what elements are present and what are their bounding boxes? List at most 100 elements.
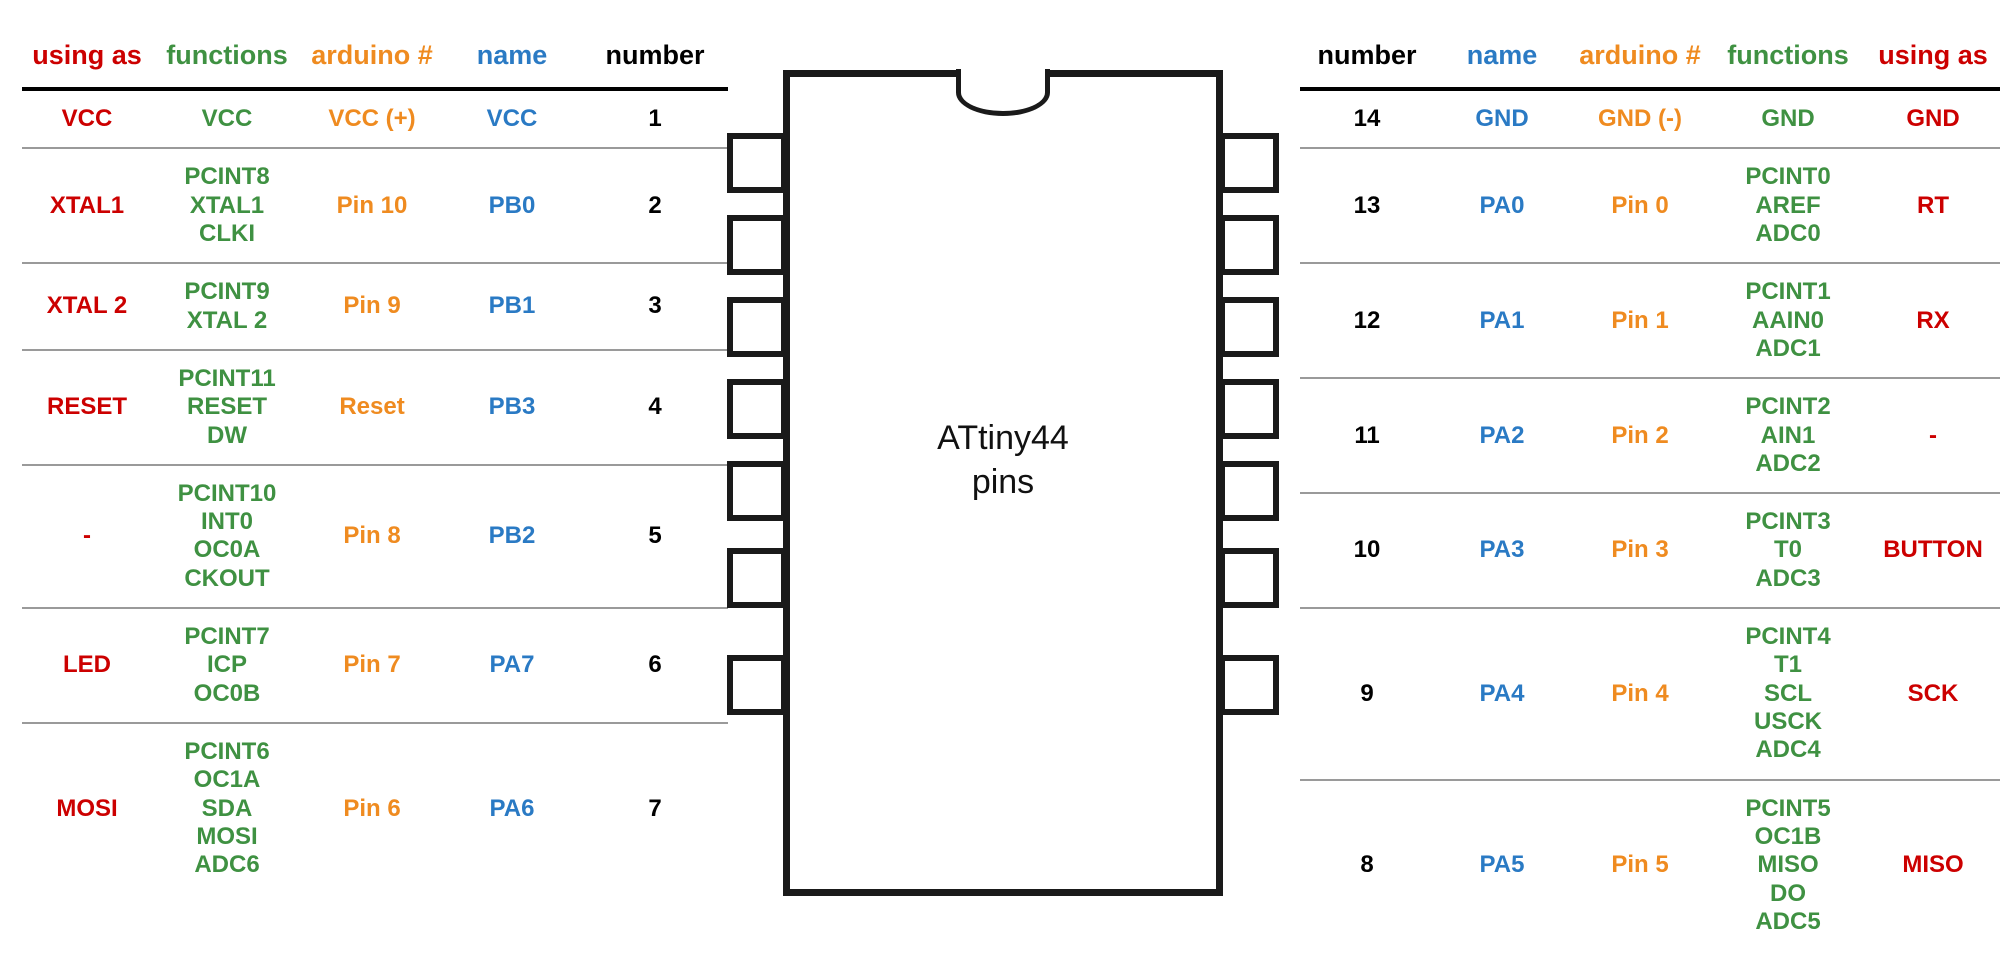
- chip-leg-pin-13: [1219, 215, 1279, 275]
- cell-functions: VCC: [201, 105, 253, 132]
- chip-label: ATtiny44 pins: [937, 419, 1069, 502]
- attiny44-chip-graphic: ATtiny44 pins: [727, 69, 1279, 896]
- cell-functions: PCINT6 OC1A SDA MOSI ADC6: [184, 738, 270, 879]
- cell-arduino: Reset: [339, 393, 405, 421]
- chip-leg-pin-12: [1219, 297, 1279, 357]
- table-row: LED PCINT7 ICP OC0B Pin 7 PA7 6: [22, 608, 728, 723]
- chip-notch-icon: [956, 69, 1050, 116]
- table-row: XTAL 2 PCINT9 XTAL 2 Pin 9 PB1 3: [22, 263, 728, 350]
- chip-leg-pin-5: [727, 461, 787, 521]
- table-row: 10 PA3 Pin 3 PCINT3 T0 ADC3 BUTTON: [1300, 493, 2000, 609]
- cell-name: GND: [1475, 105, 1529, 132]
- cell-arduino: Pin 0: [1611, 191, 1669, 219]
- table-row: XTAL1 PCINT8 XTAL1 CLKI Pin 10 PB0 2: [22, 148, 728, 264]
- cell-number: 13: [1353, 191, 1381, 219]
- cell-using-as: MOSI: [56, 794, 118, 822]
- cell-name: PB3: [488, 393, 536, 421]
- cell-using-as: -: [1929, 421, 1937, 449]
- cell-functions: PCINT7 ICP OC0B: [184, 623, 270, 707]
- cell-functions: PCINT3 T0 ADC3: [1745, 508, 1831, 592]
- cell-number: 8: [1360, 851, 1374, 879]
- cell-functions: PCINT5 OC1B MISO DO ADC5: [1745, 794, 1831, 935]
- cell-using-as: VCC: [61, 105, 113, 132]
- cell-name: VCC: [486, 105, 538, 132]
- cell-functions: GND: [1761, 105, 1815, 132]
- right-header-using-as: using as: [1878, 40, 1988, 70]
- cell-arduino: GND (-): [1598, 105, 1682, 132]
- cell-name: PA0: [1479, 191, 1525, 219]
- chip-body-outline: [783, 70, 1223, 896]
- table-row: 13 PA0 Pin 0 PCINT0 AREF ADC0 RT: [1300, 148, 2000, 264]
- cell-using-as: LED: [63, 651, 111, 679]
- chip-leg-pin-14: [1219, 133, 1279, 193]
- table-row: 14 GND GND (-) GND GND: [1300, 89, 2000, 149]
- cell-using-as: SCK: [1907, 679, 1959, 707]
- cell-name: PA3: [1479, 536, 1525, 564]
- cell-number: 5: [648, 522, 662, 550]
- cell-number: 12: [1353, 306, 1381, 334]
- chip-leg-pin-3: [727, 297, 787, 357]
- chip-leg-pin-1: [727, 133, 787, 193]
- right-header-name: name: [1466, 40, 1538, 70]
- cell-number: 9: [1360, 679, 1374, 707]
- chip-leg-pin-4: [727, 379, 787, 439]
- cell-using-as: MISO: [1902, 851, 1964, 879]
- cell-functions: PCINT9 XTAL 2: [184, 278, 270, 334]
- cell-functions: PCINT0 AREF ADC0: [1745, 163, 1831, 247]
- cell-functions: PCINT10 INT0 OC0A CKOUT: [177, 479, 277, 592]
- cell-number: 2: [648, 191, 662, 219]
- cell-using-as: -: [83, 522, 91, 550]
- left-header-functions: functions: [166, 40, 288, 70]
- cell-functions: PCINT2 AIN1 ADC2: [1745, 393, 1831, 477]
- left-header-row: using as functions arduino # name number: [22, 40, 728, 89]
- left-header-number: number: [605, 40, 705, 70]
- cell-using-as: XTAL1: [49, 191, 125, 219]
- cell-arduino: Pin 5: [1611, 851, 1669, 879]
- right-header-functions: functions: [1727, 40, 1849, 70]
- right-table-body: 14 GND GND (-) GND GND 13 PA0 Pin 0 PCIN…: [1300, 89, 2000, 950]
- cell-name: PA2: [1479, 421, 1525, 449]
- left-header-using-as: using as: [32, 40, 142, 70]
- cell-using-as: BUTTON: [1883, 536, 1983, 564]
- cell-number: 11: [1354, 421, 1380, 449]
- cell-arduino: Pin 1: [1611, 306, 1669, 334]
- right-header-arduino: arduino #: [1579, 40, 1701, 70]
- chip-leg-pin-11: [1219, 379, 1279, 439]
- cell-name: PA1: [1479, 306, 1525, 334]
- cell-arduino: Pin 3: [1611, 536, 1669, 564]
- cell-name: PB1: [488, 292, 536, 320]
- right-header-row: number name arduino # functions using as: [1300, 40, 2000, 89]
- left-header-name: name: [476, 40, 548, 70]
- cell-name: PA5: [1479, 851, 1525, 879]
- cell-using-as: RX: [1916, 306, 1950, 334]
- chip-leg-pin-10: [1219, 461, 1279, 521]
- chip-leg-pin-8: [1219, 655, 1279, 715]
- cell-number: 14: [1353, 105, 1381, 132]
- left-table-body: VCC VCC VCC (+) VCC 1 XTAL1 PCINT8 XTAL1…: [22, 89, 728, 894]
- table-row: 8 PA5 Pin 5 PCINT5 OC1B MISO DO ADC5 MIS…: [1300, 780, 2000, 951]
- cell-arduino: Pin 10: [336, 191, 408, 219]
- cell-functions: PCINT11 RESET DW: [178, 364, 276, 449]
- chip-leg-pin-2: [727, 215, 787, 275]
- cell-arduino: VCC (+): [328, 105, 416, 132]
- cell-number: 10: [1353, 536, 1381, 564]
- table-row: MOSI PCINT6 OC1A SDA MOSI ADC6 Pin 6 PA6…: [22, 723, 728, 894]
- cell-number: 1: [648, 105, 662, 132]
- cell-name: PB0: [488, 191, 536, 219]
- cell-functions: PCINT8 XTAL1 CLKI: [184, 163, 270, 247]
- chip-leg-pin-9: [1219, 548, 1279, 608]
- cell-arduino: Pin 2: [1611, 421, 1669, 449]
- cell-arduino: Pin 7: [343, 651, 401, 679]
- cell-using-as: RT: [1917, 191, 1949, 219]
- cell-number: 3: [648, 292, 662, 320]
- cell-arduino: Pin 6: [343, 794, 401, 822]
- cell-number: 7: [648, 794, 662, 822]
- cell-name: PB2: [488, 522, 536, 550]
- cell-number: 6: [648, 651, 662, 679]
- cell-name: PA7: [489, 651, 535, 679]
- right-header-number: number: [1317, 40, 1417, 70]
- cell-arduino: Pin 9: [343, 292, 401, 320]
- table-row: 12 PA1 Pin 1 PCINT1 AAIN0 ADC1 RX: [1300, 263, 2000, 379]
- right-table-header: number name arduino # functions using as: [1300, 40, 2000, 89]
